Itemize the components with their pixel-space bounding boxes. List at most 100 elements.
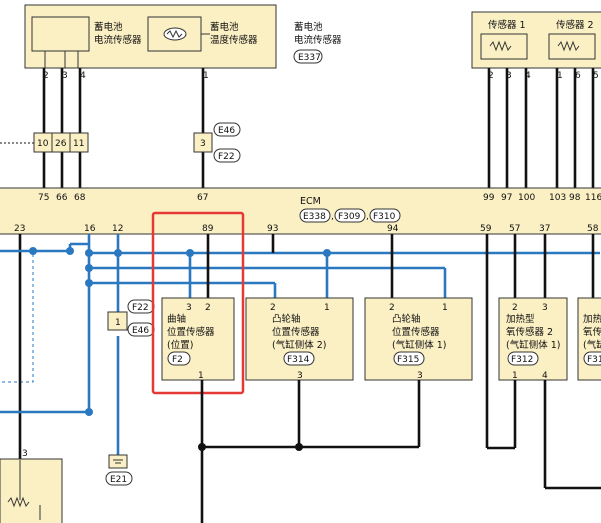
junction-connector: [33, 132, 89, 153]
sensor-pin-5: 5: [593, 71, 599, 81]
heated-o2-sensor-cut: [577, 297, 601, 381]
temp-sensor-label-1: 蓄电池: [210, 21, 239, 33]
connector-f314-label: F314: [287, 355, 310, 365]
sensor-2-box: [548, 33, 596, 60]
o2cut-title-1: 加热: [583, 313, 601, 325]
connector-f309: [334, 208, 366, 223]
junction-pin-11: 11: [73, 139, 84, 149]
connector-f31x-label: F31: [587, 355, 601, 365]
crank-pin-1: 1: [198, 371, 204, 381]
cam1-pin-2: 2: [389, 303, 395, 313]
connector-f312-label: F312: [511, 355, 533, 365]
ecm-pin-75: 75: [38, 193, 49, 203]
sensor-pin-1: 1: [557, 71, 563, 81]
connector-f2-label: F2: [172, 355, 183, 365]
sensor-pin-4: 4: [525, 71, 531, 81]
o2cut-title-2: 氧传: [583, 326, 601, 338]
connector-f310: [369, 208, 401, 223]
camshaft-sensor-bank2: [245, 297, 354, 381]
connector-f2: [167, 351, 191, 366]
cam2-title-2: 位置传感器: [272, 326, 320, 338]
cam2-pin-1: 1: [324, 303, 330, 313]
temp-sensor-label-2: 温度传感器: [210, 34, 258, 46]
potentiometer-icon: [489, 40, 512, 52]
camshaft-sensor-bank1: [364, 297, 473, 381]
pin-1: 1: [203, 71, 209, 81]
ecm-pin-67: 67: [197, 193, 208, 203]
potentiometer-icon-2: [557, 40, 580, 52]
ecm-pin-57: 57: [509, 224, 520, 234]
cam1-pin-3: 3: [417, 371, 423, 381]
connector-f315: [393, 351, 425, 366]
battery-unit-label-2: 电流传感器: [294, 34, 342, 46]
ecm-pin-89: 89: [202, 224, 214, 234]
o2-title-2: 氧传感器 2: [506, 326, 553, 338]
sensor-2-label: 传感器 2: [556, 19, 594, 31]
sensor-pin-3: 3: [506, 71, 512, 81]
ecm-pin-99: 99: [483, 193, 495, 203]
connector-f22: [213, 148, 241, 163]
svg-text:,: ,: [331, 212, 334, 222]
potentiometer-icon-3: [7, 496, 30, 508]
left-junction-connector: [107, 311, 128, 331]
connector-f310-label: F310: [373, 212, 396, 222]
o2-pin-2: 2: [512, 303, 518, 313]
cam2-pin-2: 2: [270, 303, 276, 313]
junction-pin-3: 3: [200, 139, 206, 149]
junction-pin-10: 10: [37, 139, 49, 149]
cam1-pin-1: 1: [442, 303, 448, 313]
battery-current-sensor-box: [31, 16, 90, 52]
ecm-pin-58: 58: [587, 224, 599, 234]
connector-e46: [213, 122, 241, 137]
connector-e338-label: E338: [303, 212, 326, 222]
junction-pin-26: 26: [55, 139, 67, 149]
cam2-pin-3: 3: [297, 371, 303, 381]
ecm-pin-100: 100: [518, 193, 535, 203]
connector-f309-label: F309: [338, 212, 361, 222]
cam1-title-3: (气缸侧体 1): [392, 339, 446, 351]
ecm-pin-12: 12: [112, 224, 123, 234]
connector-f315-label: F315: [397, 355, 419, 365]
svg-text:,: ,: [366, 212, 369, 222]
junction-connector-3: [193, 132, 213, 153]
o2-pin-3: 3: [542, 303, 548, 313]
ecm-pin-103: 103: [549, 193, 566, 203]
connector-f22-left-label: F22: [132, 303, 149, 313]
crank-pin-2: 2: [205, 303, 211, 313]
sensor-pin-6: 6: [575, 71, 581, 81]
left-junction-pin: 1: [115, 318, 121, 328]
o2-title-3: (气缸侧体 1): [506, 339, 560, 351]
sensor-pin-2: 2: [488, 71, 494, 81]
connector-e46-left-label: E46: [132, 326, 149, 336]
highlight-box: [151, 211, 245, 395]
ecm-pin-97: 97: [501, 193, 512, 203]
ecm-pin-59: 59: [480, 224, 492, 234]
pin-3: 3: [62, 71, 68, 81]
cam2-title-3: (气缸侧体 2): [272, 339, 326, 351]
ecm-pin-68: 68: [74, 193, 86, 203]
cam2-title-1: 凸轮轴: [272, 313, 301, 325]
o2-pin-1: 1: [512, 371, 518, 381]
connector-e46-label: E46: [218, 126, 235, 136]
bottom-left-pin-3: 3: [22, 449, 28, 459]
connector-e21-label: E21: [110, 475, 127, 485]
crank-title-2: 位置传感器: [167, 326, 215, 338]
crank-title-1: 曲轴: [167, 313, 186, 325]
cam1-title-2: 位置传感器: [392, 326, 440, 338]
ecm-pin-37: 37: [539, 224, 550, 234]
ecm-pin-98: 98: [569, 193, 581, 203]
connector-f314: [283, 351, 315, 366]
current-sensor-label-2: 电流传感器: [94, 34, 142, 46]
connector-f31x: [583, 351, 601, 366]
connector-e338: [299, 208, 331, 223]
ecm-pin-66: 66: [56, 193, 68, 203]
ecm-block: [0, 187, 601, 235]
ecm-pin-116: 116: [585, 193, 601, 203]
ecm-pin-16: 16: [84, 224, 96, 234]
o2-title-1: 加热型: [506, 313, 535, 325]
connector-f312: [507, 351, 539, 366]
crankshaft-position-sensor: [161, 297, 235, 381]
ecm-label: ECM: [300, 196, 321, 207]
o2cut-title-3: (气缸: [583, 339, 601, 351]
